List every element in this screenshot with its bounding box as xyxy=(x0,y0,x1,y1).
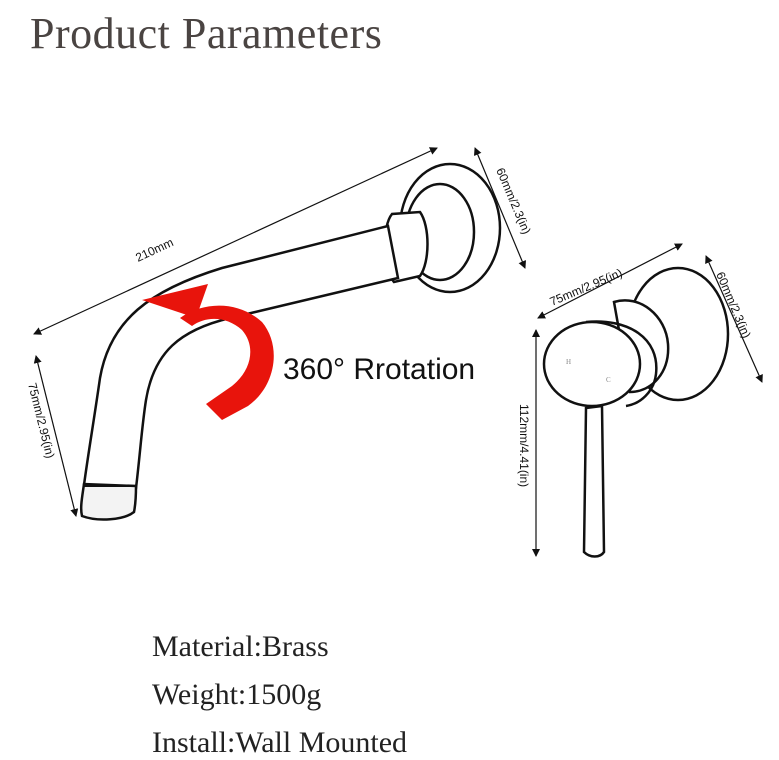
dim-spout-length-label: 210mm xyxy=(133,235,175,265)
spout-nozzle xyxy=(79,482,138,521)
handle-cap xyxy=(542,320,642,408)
spout-drawing xyxy=(79,162,502,521)
spec-weight: Weight:1500g xyxy=(152,678,322,711)
spec-material: Material:Brass xyxy=(152,630,329,663)
handle-lever xyxy=(582,404,606,558)
dim-spout-drop: 75mm/2.95(in) xyxy=(25,355,79,517)
dim-handle-height: 112mm/4.41(in) xyxy=(517,329,540,557)
page-title: Product Parameters xyxy=(30,9,383,58)
dim-handle-height-label: 112mm/4.41(in) xyxy=(517,404,531,487)
rotation-label: 360° Rrotation xyxy=(283,353,475,386)
handle-drawing xyxy=(542,266,730,558)
cold-mark: C xyxy=(606,376,611,384)
spec-install: Install:Wall Mounted xyxy=(152,726,408,759)
hot-mark: H xyxy=(566,358,571,366)
